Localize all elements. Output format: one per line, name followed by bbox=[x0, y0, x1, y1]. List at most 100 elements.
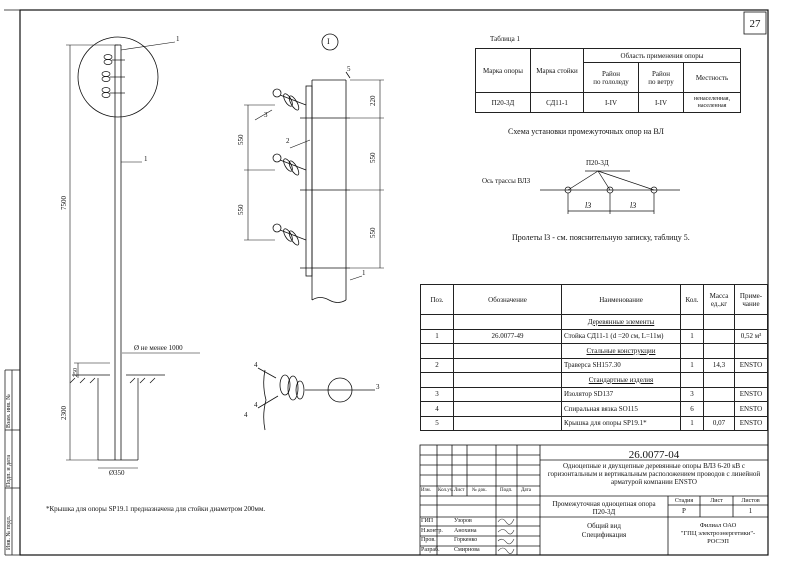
spec-cell-mass bbox=[703, 401, 735, 417]
stamp-h-izm: Изм. bbox=[421, 488, 431, 493]
scheme-diagram bbox=[540, 170, 680, 214]
dim-a: 550 bbox=[237, 134, 245, 146]
detail-circle bbox=[77, 36, 159, 118]
stamp-h-list: Лист bbox=[454, 488, 465, 493]
spec-h-qty: Кол. bbox=[680, 284, 704, 315]
spec-cell-qty: 1 bbox=[680, 328, 704, 344]
t1-wind: I-IV bbox=[638, 92, 684, 113]
dim-diameter-note: Ø не менее 1000 bbox=[134, 344, 183, 352]
footnote: *Крышка для опоры SP19.1 предназначена д… bbox=[46, 505, 266, 513]
dim-small: 250 bbox=[73, 368, 79, 377]
sheet-frame bbox=[19, 9, 769, 556]
spec-h-code: Обозначение bbox=[453, 284, 562, 315]
spec-cell-qty: 1 bbox=[680, 415, 704, 431]
spec-cell-mass bbox=[703, 343, 735, 359]
dim-embed: 2300 bbox=[60, 406, 68, 420]
detail-insulators bbox=[272, 88, 350, 269]
callout-1b: 1 bbox=[144, 155, 148, 163]
stamp-sheets: 1 bbox=[748, 507, 753, 515]
t1-h-mark: Марка опоры bbox=[475, 48, 531, 93]
spec-cell-mass bbox=[703, 386, 735, 402]
stamp-role: Пров. bbox=[421, 537, 436, 543]
callout-4c: 4 bbox=[244, 411, 248, 419]
stamp-stage-h: Стадия bbox=[674, 498, 694, 504]
spec-cell-name: Спиральная вязка SO115 bbox=[561, 401, 681, 417]
spec-cell-qty bbox=[680, 314, 704, 330]
spec-cell-pos: 5 bbox=[420, 415, 454, 431]
spec-cell-name: Изолятор SD137 bbox=[561, 386, 681, 402]
spec-cell-pos bbox=[420, 343, 454, 359]
stamp-stage: Р bbox=[682, 507, 686, 515]
stamp-content-1: Общий вид bbox=[587, 522, 621, 530]
t1-post: СД11-1 bbox=[530, 92, 584, 113]
spec-cell-name: Деревянные элементы bbox=[561, 314, 681, 330]
spec-cell-note bbox=[734, 314, 768, 330]
spec-cell-qty: 6 bbox=[680, 401, 704, 417]
spec-cell-code bbox=[453, 357, 562, 373]
spec-h-mass: Масса ед.,кг bbox=[703, 284, 735, 315]
spec-cell-name: Крышка для опоры SP19.1* bbox=[561, 415, 681, 431]
spec-cell-pos bbox=[420, 372, 454, 388]
stamp-content-2: Спецификация bbox=[581, 530, 627, 539]
spec-table: Поз. Обозначение Наименование Кол. Масса… bbox=[420, 284, 768, 431]
spec-cell-note: ENSTO bbox=[734, 386, 768, 402]
table1-title: Таблица 1 bbox=[490, 35, 520, 43]
spec-cell-note: ENSTO bbox=[734, 415, 768, 431]
spec-cell-name: Стандартные изделия bbox=[561, 372, 681, 388]
spec-cell-pos: 4 bbox=[420, 401, 454, 417]
dim-b: 550 bbox=[237, 204, 245, 216]
stamp-frame bbox=[419, 444, 769, 556]
spec-h-name: Наименование bbox=[561, 284, 681, 315]
spec-cell-pos bbox=[420, 314, 454, 330]
scheme-note: Пролеты l3 - см. пояснительную записку, … bbox=[512, 233, 690, 242]
spec-cell-name: Стальные конструкции bbox=[561, 343, 681, 359]
ground-pit bbox=[69, 374, 165, 461]
scheme-l1: l3 bbox=[585, 201, 592, 210]
callout-3b: 3 bbox=[376, 383, 380, 391]
stamp-person: Анохина bbox=[454, 528, 477, 534]
stamp-sheet-title-2: П20-3Д bbox=[592, 508, 616, 517]
spec-cell-note bbox=[734, 372, 768, 388]
margin-label-sign: Подп. и дата bbox=[6, 454, 12, 487]
margin-label-replace: Взам. инв. № bbox=[6, 394, 12, 428]
dim-e: 550 bbox=[369, 227, 377, 239]
stamp-person: Горкенко bbox=[454, 537, 478, 543]
spec-h-pos: Поз. bbox=[420, 284, 454, 315]
stamp-person: Узоров bbox=[454, 518, 472, 524]
spec-cell-mass: 0,07 bbox=[703, 415, 735, 431]
sheet-number: 27 bbox=[749, 18, 761, 30]
dim-d: 550 bbox=[369, 152, 377, 164]
t1-h-ice-2: по гололеду bbox=[593, 77, 629, 86]
spec-cell-note: ENSTO bbox=[734, 401, 768, 417]
detail-marker bbox=[321, 33, 339, 51]
spec-cell-code bbox=[453, 401, 562, 417]
detail-roman: I bbox=[327, 37, 330, 46]
callout-5: 5 bbox=[347, 65, 351, 73]
spec-cell-qty bbox=[680, 372, 704, 388]
dim-diameter-base: Ø350 bbox=[109, 469, 125, 477]
callout-2: 2 bbox=[286, 137, 290, 145]
scheme-l2: l3 bbox=[630, 201, 637, 210]
sheet-number-box bbox=[743, 11, 767, 35]
t1-h-post: Марка стойки bbox=[530, 48, 584, 93]
spec-cell-code bbox=[453, 386, 562, 402]
dim-c: 220 bbox=[369, 95, 377, 107]
spec-cell-code bbox=[453, 415, 562, 431]
scheme-label: П20-3Д bbox=[586, 159, 609, 167]
stamp-h-doc: № док. bbox=[472, 488, 487, 493]
spec-cell-mass bbox=[703, 372, 735, 388]
spec-cell-pos: 3 bbox=[420, 386, 454, 402]
spec-cell-pos: 1 bbox=[420, 328, 454, 344]
stamp-h-kol: Кол.уч. bbox=[438, 488, 454, 493]
scheme-title: Схема установки промежуточных опор на ВЛ bbox=[508, 127, 664, 136]
t1-h-place: Местность bbox=[683, 62, 741, 93]
spec-cell-qty bbox=[680, 343, 704, 359]
t1-ice: I-IV bbox=[583, 92, 639, 113]
stamp-sheet-title-1: Промежуточная одноцепная опора bbox=[552, 500, 656, 508]
dim-height: 7500 bbox=[60, 196, 68, 210]
stamp-sheets-h: Листов bbox=[741, 498, 760, 504]
